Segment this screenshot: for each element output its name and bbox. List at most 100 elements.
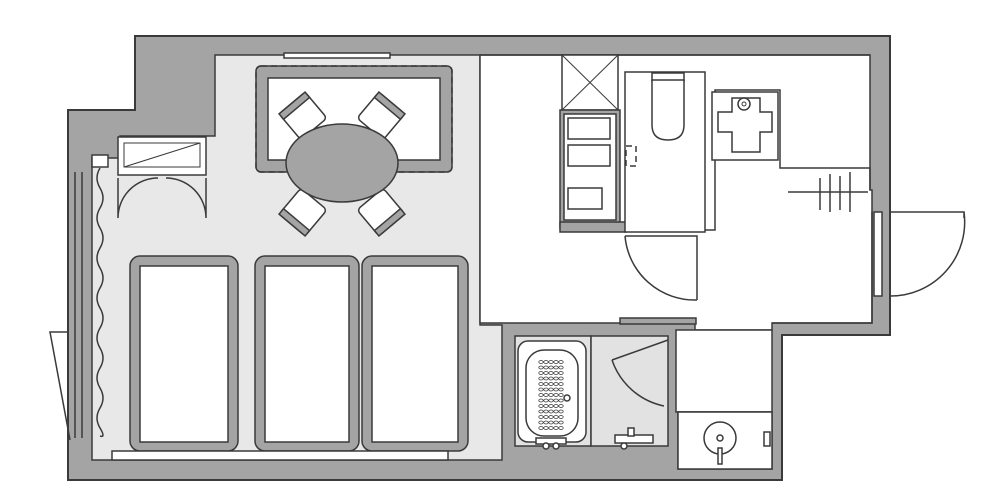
bath-mat-dot xyxy=(538,360,544,364)
bath-mat-dot xyxy=(548,426,554,430)
bath-mat-dot xyxy=(543,415,549,419)
bath-mat-dot xyxy=(553,420,559,425)
faucet xyxy=(737,97,751,111)
bath-mat-dot xyxy=(538,415,544,419)
bath-mat-dot xyxy=(538,376,544,381)
bath-mat-dot xyxy=(548,382,554,386)
bath-mat-dot xyxy=(553,365,559,370)
bath-mat-dot xyxy=(558,426,564,430)
curtain-header xyxy=(91,154,109,168)
bath-mat-dot xyxy=(548,398,554,403)
washroom-door xyxy=(611,339,669,407)
bed-1 xyxy=(129,255,239,452)
bath-mat-dot xyxy=(553,360,559,364)
bath-mat-dot xyxy=(538,382,544,386)
bath-mat-dot xyxy=(548,387,554,392)
wardrobe-door-left xyxy=(117,177,159,219)
toilet xyxy=(651,79,685,141)
bed-2 xyxy=(254,255,360,452)
bath-mat-dot xyxy=(553,371,559,375)
bath-mat-dot xyxy=(543,393,549,397)
bath-mat-dot xyxy=(558,365,564,370)
bath-mat-dot xyxy=(558,420,564,425)
bath-mat-dot xyxy=(558,398,564,403)
bath-mat-dot xyxy=(538,387,544,392)
bath-mat-dot xyxy=(558,376,564,381)
bath-mat-dot xyxy=(558,409,564,414)
bath-mat-dot xyxy=(558,404,564,408)
bath-mat-dot xyxy=(543,360,549,364)
bath-mat-dot xyxy=(548,365,554,370)
shower-faucet xyxy=(614,427,654,450)
bath-mat-dot xyxy=(553,409,559,414)
bath-mat-dot xyxy=(553,415,559,419)
shelf-drawer xyxy=(567,187,603,210)
dining-set xyxy=(277,90,407,238)
bath-mat-dot xyxy=(543,387,549,392)
sink xyxy=(717,97,773,153)
shelf-base xyxy=(559,221,627,233)
bath-mat-dot xyxy=(543,376,549,381)
bath-mat-dot xyxy=(548,409,554,414)
safe-cross xyxy=(561,54,619,111)
bath-mat-dot xyxy=(543,371,549,375)
paper-holder xyxy=(625,145,637,167)
bath-mat-dot xyxy=(558,387,564,392)
bath-mat-dot xyxy=(558,371,564,375)
bath-mat-dot xyxy=(553,382,559,386)
top-window xyxy=(283,52,391,59)
bath-mat-dot xyxy=(538,365,544,370)
bath-mat-dot xyxy=(538,426,544,430)
bath-mat-dot xyxy=(548,376,554,381)
bath-entry-sill xyxy=(619,317,697,325)
bed-3 xyxy=(361,255,469,452)
bathtub-inner xyxy=(525,349,579,437)
shelf-drawer xyxy=(567,144,611,167)
bath-mat-dot xyxy=(548,371,554,375)
hangers xyxy=(819,172,851,212)
bath-mat xyxy=(538,360,564,430)
bath-mat-dot xyxy=(548,420,554,425)
bath-mat-dot xyxy=(558,360,564,364)
bath-mat-dot xyxy=(548,393,554,397)
entry-door xyxy=(889,211,966,297)
laundry-tap xyxy=(717,447,723,465)
bath-mat-dot xyxy=(543,404,549,408)
shelf-drawer xyxy=(567,117,611,140)
dining-table xyxy=(285,123,399,203)
bath-mat-dot xyxy=(558,393,564,397)
bath-mat-dot xyxy=(538,398,544,403)
bath-mat-dot xyxy=(543,409,549,414)
toilet-door xyxy=(624,235,698,301)
window-opening xyxy=(49,331,71,441)
bath-mat-dot xyxy=(538,409,544,414)
bath-mat-dot xyxy=(543,382,549,386)
wardrobe-inner xyxy=(123,142,201,168)
wardrobe-diagonal xyxy=(123,142,201,168)
bath-mat-dot xyxy=(538,371,544,375)
curtain xyxy=(96,167,104,438)
wardrobe-door-right xyxy=(165,177,207,219)
bath-mat-dot xyxy=(553,404,559,408)
bath-mat-dot xyxy=(548,415,554,419)
bathtub-faucet xyxy=(535,437,567,450)
bath-mat-dot xyxy=(538,404,544,408)
laundry-floor xyxy=(675,329,773,413)
bath-mat-dot xyxy=(548,360,554,364)
bed-base-shelf xyxy=(111,450,449,461)
laundry-outlet xyxy=(763,431,771,447)
entry-hall-outline xyxy=(480,54,873,324)
bath-mat-dot xyxy=(548,404,554,408)
tub-drain xyxy=(563,394,571,402)
bath-mat-dot xyxy=(553,376,559,381)
bath-mat-dot xyxy=(553,426,559,430)
bath-mat-dot xyxy=(558,382,564,386)
bath-mat-dot xyxy=(538,393,544,397)
bath-mat-dot xyxy=(543,420,549,425)
bath-mat-dot xyxy=(558,415,564,419)
bath-mat-dot xyxy=(553,393,559,397)
entry-door-frame xyxy=(873,211,883,297)
bath-mat-dot xyxy=(543,426,549,430)
bath-mat-dot xyxy=(553,398,559,403)
